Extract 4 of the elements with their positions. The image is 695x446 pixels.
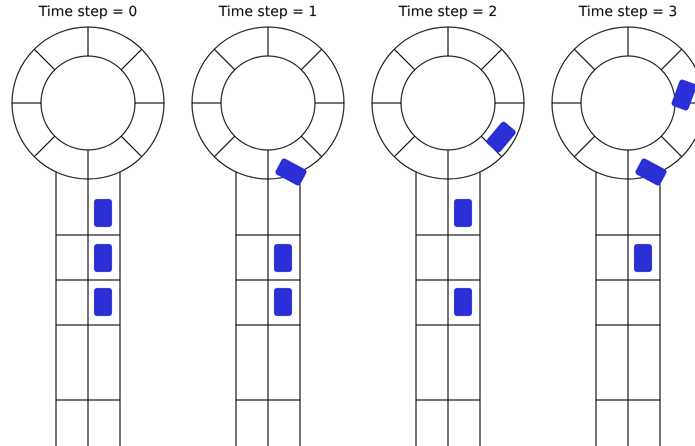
panel-title: Time step = 3 bbox=[578, 4, 678, 20]
panel-title: Time step = 1 bbox=[218, 4, 318, 20]
panel-title: Time step = 0 bbox=[38, 4, 138, 20]
panel-title: Time step = 2 bbox=[398, 4, 498, 20]
